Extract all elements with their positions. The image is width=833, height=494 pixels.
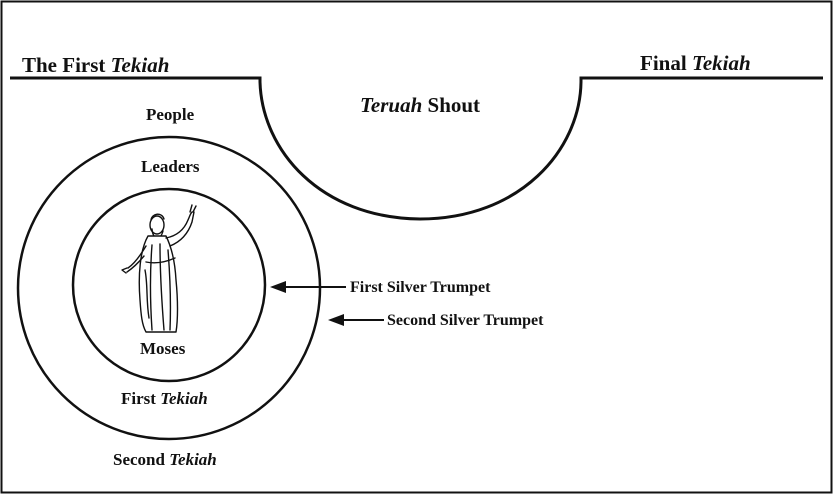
final-tekiah-heading: Final Tekiah — [640, 51, 751, 75]
moses-label: Moses — [140, 339, 186, 358]
people-label: People — [146, 105, 195, 124]
second-trumpet-arrow — [328, 314, 384, 326]
inner-circle — [71, 187, 267, 383]
second-tekiah-label: Second Tekiah — [113, 450, 217, 469]
moses-figure-icon — [121, 204, 197, 333]
first-tekiah-heading: The First Tekiah — [22, 53, 170, 77]
first-trumpet-arrow — [270, 281, 346, 293]
second-silver-trumpet-label: Second Silver Trumpet — [387, 312, 544, 329]
first-silver-trumpet-label: First Silver Trumpet — [350, 279, 491, 296]
leaders-label: Leaders — [141, 157, 200, 176]
first-tekiah-label: First Tekiah — [121, 389, 208, 408]
teruah-shout-label: Teruah Shout — [360, 93, 481, 117]
tekiah-teruah-line — [10, 76, 823, 221]
